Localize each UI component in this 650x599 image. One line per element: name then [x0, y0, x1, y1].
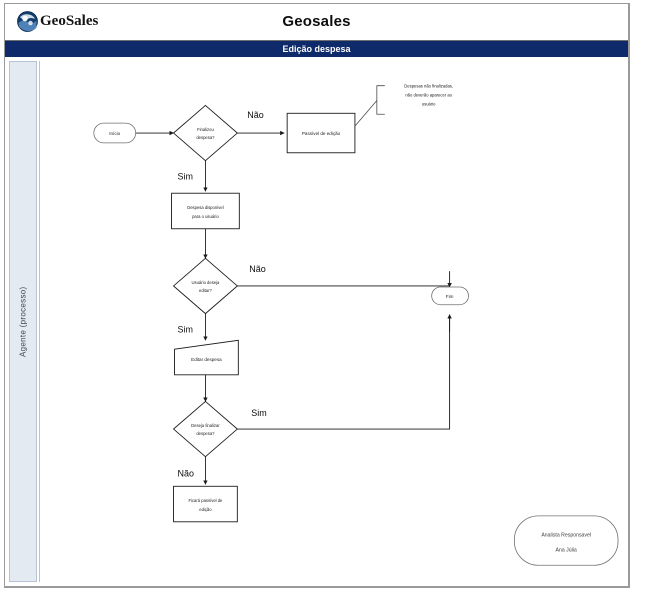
node-decision-usuario-editar[interactable]: Usuário deseja editar? — [172, 257, 239, 315]
app-title: Geosales — [282, 13, 351, 30]
node-d1-label-line1: Finalizou — [197, 127, 214, 132]
node-willedit-label-line1: Ficará passível de — [188, 498, 223, 503]
document-frame: GeoSales Geosales Edição despesa Agente … — [4, 3, 630, 588]
annotation-line2: não deverão aparecer ao — [405, 93, 452, 98]
edge-label-d2-nao: Não — [249, 264, 265, 274]
edge-label-d2-sim: Sim — [178, 324, 193, 334]
node-editable-label: Passível de edição — [302, 131, 341, 136]
flowchart-canvas: Início Finalizou despesa? Passível de ed… — [93, 84, 619, 566]
edge-d2-to-end-path — [237, 284, 451, 287]
node-ficara-passivel[interactable]: Ficará passível de edição — [173, 485, 238, 523]
node-d2-label-line2: editar? — [199, 288, 212, 293]
annotation-line3: usuário — [422, 101, 436, 106]
node-end-label: Fim — [446, 294, 454, 299]
swimlane-area: Agente (processo) — [5, 57, 628, 586]
node-d1-label-line2: despesa? — [196, 135, 215, 140]
edge-label-d1-nao: Não — [247, 110, 263, 120]
brand-name: GeoSales — [40, 13, 99, 29]
node-d3-label-line2: despesa? — [196, 431, 215, 436]
node-decision-finalizou[interactable]: Finalizou despesa? — [172, 104, 239, 162]
signature-role: Analista Responsavel — [541, 533, 591, 539]
node-d3-label-line1: Deseja finalizar — [191, 423, 220, 428]
node-editar-despesa[interactable]: Editar despesa — [174, 339, 239, 376]
node-start-label: Início — [109, 131, 120, 136]
annotation-note: Despesas não finalizadas, não deverão ap… — [354, 84, 453, 127]
node-passivel-edicao[interactable]: Passível de edição — [286, 112, 356, 154]
node-d2-label-line1: Usuário deseja — [191, 280, 220, 285]
globe-logo-icon — [17, 11, 38, 32]
lane-body: Início Finalizou despesa? Passível de ed… — [39, 61, 624, 582]
node-edit-label: Editar despesa — [191, 357, 222, 362]
signature-name: Ana Júlia — [556, 547, 577, 553]
page-banner-title: Edição despesa — [5, 41, 628, 57]
node-start[interactable]: Início — [93, 122, 137, 144]
edge-label-d1-sim: Sim — [178, 171, 193, 181]
signature-block: Analista Responsavel Ana Júlia — [513, 515, 619, 566]
lane-label: Agente (processo) — [18, 286, 28, 357]
node-decision-deseja-finalizar[interactable]: Deseja finalizar despesa? — [172, 400, 239, 458]
lane-header: Agente (processo) — [9, 61, 37, 582]
node-despesa-disponivel[interactable]: Despesa disponível para o usuário — [171, 192, 240, 230]
node-willedit-label-line2: edição — [199, 507, 212, 512]
title-bar: GeoSales Geosales — [5, 4, 628, 41]
edge-d3-to-end-path — [237, 317, 451, 430]
brand-logo: GeoSales — [17, 11, 98, 32]
annotation-line1: Despesas não finalizadas, — [404, 84, 453, 89]
node-end[interactable]: Fim — [431, 286, 469, 306]
node-available-label-line1: Despesa disponível — [187, 205, 224, 210]
edge-label-d3-sim: Sim — [251, 408, 266, 418]
node-available-label-line2: para o usuário — [192, 214, 219, 219]
edge-label-d3-nao: Não — [178, 468, 194, 478]
